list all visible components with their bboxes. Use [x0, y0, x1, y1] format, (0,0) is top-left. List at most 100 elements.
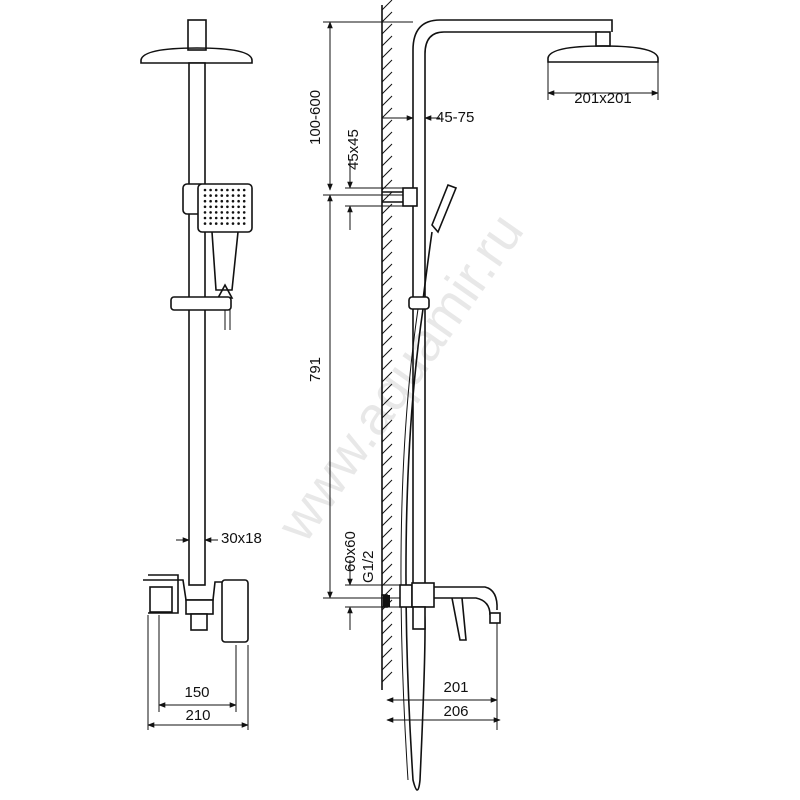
- dim-pipe: 30x18: [221, 530, 262, 547]
- dim-wall-offset: 45-75: [436, 109, 474, 126]
- front-mixer-base: [185, 599, 214, 615]
- front-hand-handle: [211, 231, 239, 291]
- nozzle-dot: [231, 205, 235, 209]
- hatch-line: [381, 503, 393, 515]
- side-eccentric: [399, 584, 413, 608]
- nozzle-dot: [231, 194, 235, 197]
- side-slider: [408, 296, 430, 310]
- hatch-line: [381, 59, 393, 71]
- hatch-line: [381, 491, 393, 503]
- side-riser-outer: [412, 19, 613, 590]
- side-spout-top: [434, 586, 498, 611]
- hatch-line: [381, 287, 393, 299]
- hatch-line: [381, 443, 393, 455]
- side-diverter: [412, 606, 426, 630]
- nozzle-dot: [226, 216, 229, 220]
- hatch-line: [381, 215, 393, 227]
- hatch-line: [381, 0, 393, 11]
- hatch-line: [381, 623, 393, 635]
- hatch-line: [381, 371, 393, 383]
- nozzle-dot: [231, 188, 235, 192]
- hatch-line: [381, 563, 393, 575]
- hatch-line: [381, 263, 393, 275]
- hatch-line: [381, 575, 393, 587]
- side-spout-tip: [489, 612, 501, 624]
- hatch-line: [381, 275, 393, 287]
- hatch-line: [381, 299, 393, 311]
- nozzle-dot: [242, 205, 246, 209]
- dim-rail: 791: [307, 357, 324, 382]
- nozzle-dot: [203, 199, 207, 203]
- nozzle-dot: [220, 222, 224, 225]
- hatch-line: [381, 515, 393, 527]
- nozzle-dot: [203, 205, 207, 209]
- nozzle-dot: [220, 211, 224, 214]
- front-diverter: [190, 613, 208, 631]
- nozzle-dot: [220, 216, 224, 220]
- nozzle-dot: [231, 222, 235, 225]
- nozzle-dot: [209, 222, 212, 225]
- wall-hatching: [381, 0, 393, 683]
- hatch-line: [381, 335, 393, 347]
- dim-depth: 206: [443, 703, 468, 720]
- nozzle-dot: [231, 216, 235, 220]
- hatch-line: [381, 131, 393, 143]
- watermark: www.aquamir.ru: [265, 203, 535, 553]
- dim-spout: 201: [443, 679, 468, 696]
- front-rain-head: [140, 47, 253, 64]
- hatch-line: [381, 395, 393, 407]
- side-lever: [451, 597, 467, 641]
- front-lever: [221, 579, 249, 643]
- hand-shower-nozzles: [203, 188, 246, 225]
- nozzle-dot: [226, 199, 229, 203]
- side-bracket: [402, 187, 418, 207]
- nozzle-dot: [226, 194, 229, 197]
- front-slider: [170, 296, 232, 311]
- nozzle-dot: [209, 216, 212, 220]
- side-rain-head: [547, 45, 659, 63]
- nozzle-dot: [237, 205, 240, 209]
- nozzle-dot: [203, 216, 207, 220]
- side-hose: [400, 308, 419, 781]
- dim-head-size: 201x201: [574, 90, 632, 107]
- hatch-line: [381, 407, 393, 419]
- hatch-line: [381, 227, 393, 239]
- front-vertical-pipe: [188, 62, 206, 586]
- nozzle-dot: [237, 211, 240, 214]
- hatch-line: [381, 119, 393, 131]
- hatch-line: [381, 143, 393, 155]
- nozzle-dot: [220, 194, 224, 197]
- nozzle-dot: [226, 211, 229, 214]
- nozzle-dot: [214, 205, 218, 209]
- nozzle-dot: [203, 222, 207, 225]
- nozzle-dot: [203, 194, 207, 197]
- nozzle-dot: [242, 211, 246, 214]
- hatch-line: [381, 479, 393, 491]
- hatch-line: [381, 155, 393, 167]
- hatch-line: [381, 551, 393, 563]
- hatch-line: [381, 35, 393, 47]
- hatch-line: [381, 251, 393, 263]
- hatch-line: [381, 647, 393, 659]
- hatch-line: [381, 359, 393, 371]
- nozzle-dot: [242, 194, 246, 197]
- hatch-line: [381, 95, 393, 107]
- hatch-line: [381, 671, 393, 683]
- nozzle-dot: [242, 222, 246, 225]
- nozzle-dot: [220, 199, 224, 203]
- hatch-line: [381, 539, 393, 551]
- nozzle-dot: [214, 216, 218, 220]
- nozzle-dot: [214, 188, 218, 192]
- nozzle-dot: [220, 188, 224, 192]
- dim-connection: 60x60: [342, 531, 359, 572]
- nozzle-dot: [242, 188, 246, 192]
- hatch-line: [381, 431, 393, 443]
- hatch-line: [381, 191, 393, 203]
- nozzle-dot: [226, 222, 229, 225]
- dim-thread: G1/2: [360, 550, 377, 583]
- side-hand-shower: [431, 183, 458, 234]
- nozzle-dot: [214, 211, 218, 214]
- hatch-line: [381, 23, 393, 35]
- nozzle-dot: [214, 222, 218, 225]
- hatch-line: [381, 167, 393, 179]
